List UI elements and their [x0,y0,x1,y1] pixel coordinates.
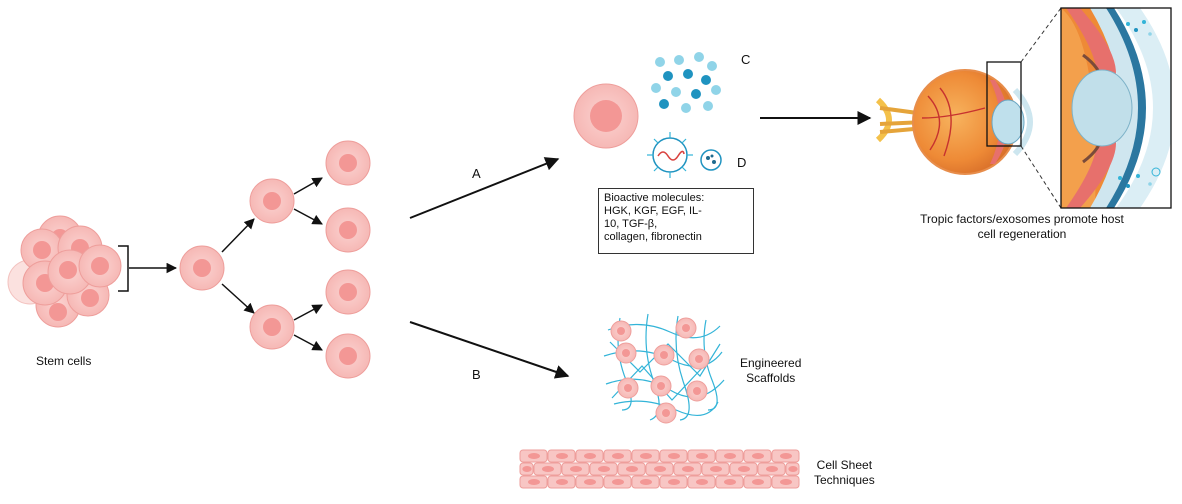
cell-sheet-nucleus [780,453,792,459]
cell-sheet-nucleus [528,479,540,485]
cell-sheet-nucleus [668,479,680,485]
progenitor-cell [179,245,225,291]
cell-sheet-nucleus [780,479,792,485]
cell-sheet-nucleus [522,466,532,472]
stem-cell-cluster [7,215,122,328]
cell-sheet-nucleus [788,466,798,472]
cell-sheet-nucleus [584,479,596,485]
label-route-b: B [472,367,481,382]
arrow-to-cell-3 [293,304,323,321]
cell-sheet-nucleus [640,453,652,459]
cell-sheet-nucleus [542,466,554,472]
secreting-cell [573,83,639,149]
cell-sheet-nucleus [766,466,778,472]
cell-sheet-nucleus [696,479,708,485]
arrow-route-a [409,157,560,219]
cell-sheet-nucleus [556,479,568,485]
label-route-c: C [741,52,751,67]
scaffold-line-2: Scaffolds [746,371,796,385]
cell-sheet-nucleus [668,453,680,459]
scaffold-cells [610,317,710,424]
differentiated-cells [325,140,371,379]
label-route-a: A [472,166,481,181]
cell-sheet-nucleus [710,466,722,472]
zoom-line-bottom [1020,145,1062,209]
cell-sheet-nucleus [556,453,568,459]
cell-sheet-nucleus [752,453,764,459]
tropic-line-2: cell regeneration [977,227,1067,241]
bioactive-line-2: HGK, KGF, EGF, IL- [604,205,702,217]
bioactive-line-4: collagen, fibronectin [604,231,702,243]
eye-illustration [875,61,1033,175]
cell-sheet-nucleus [696,453,708,459]
label-stem-cells: Stem cells [36,354,92,368]
scaffold-line-1: Engineered [740,356,802,370]
cell-sheet-nucleus [570,466,582,472]
zoom-line-top [1020,7,1062,63]
tropic-factor-dots [651,52,721,113]
cell-sheet-nucleus [612,479,624,485]
arrow-lower-branch [221,283,255,314]
bioactive-line-3: 10, TGF-β, [604,218,658,230]
cell-sheet-nucleus [654,466,666,472]
daughter-cell-lower [249,304,295,350]
label-tropic-factors: Tropic factors/exosomes promote host cel… [912,212,1132,242]
cell-sheet-nucleus [752,479,764,485]
arrow-to-cell-4 [293,334,323,351]
arrow-upper-branch [221,218,255,253]
label-cell-sheet: Cell Sheet Techniques [814,458,875,488]
cell-sheet-nucleus [682,466,694,472]
cell-sheet-nucleus [640,479,652,485]
cell-sheet-nucleus [528,453,540,459]
label-engineered-scaffolds: Engineered Scaffolds [740,356,801,386]
arrow-to-cell-2 [293,208,323,225]
cell-sheet-nucleus [598,466,610,472]
cell-sheet-nucleus [724,453,736,459]
cell-sheet-line-2: Techniques [814,473,875,487]
daughter-cell-upper [249,178,295,224]
cell-sheet-nucleus [724,479,736,485]
cell-sheet [519,449,800,489]
cell-sheet-nucleus [626,466,638,472]
cell-sheet-line-1: Cell Sheet [816,458,873,472]
cell-sheet-nucleus [738,466,750,472]
label-route-d: D [737,155,747,170]
arrow-route-b [409,321,570,379]
eye-inset-cross-section [1060,7,1172,209]
cell-sheet-nucleus [584,453,596,459]
bioactive-molecules-box: Bioactive molecules: HGK, KGF, EGF, IL- … [598,188,754,254]
exosome-large [647,132,693,178]
cell-sheet-nucleus [612,453,624,459]
exosome-small [700,149,722,171]
bioactive-line-1: Bioactive molecules: [604,192,705,204]
tropic-line-1: Tropic factors/exosomes promote host [920,212,1124,226]
arrow-to-cell-1 [293,177,323,195]
cluster-bracket [118,245,129,292]
